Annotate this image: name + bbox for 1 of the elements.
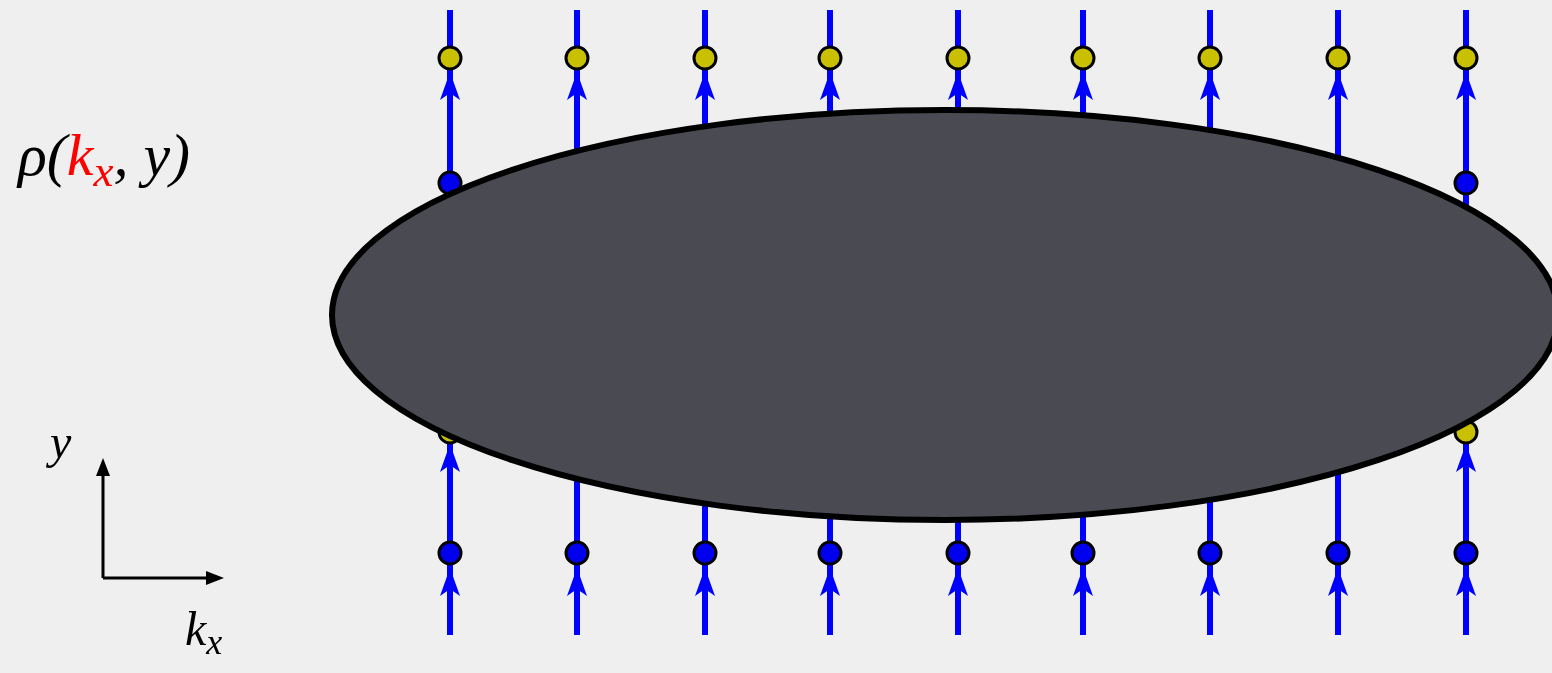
axis-label: k$_{x}$ bbox=[185, 605, 223, 653]
